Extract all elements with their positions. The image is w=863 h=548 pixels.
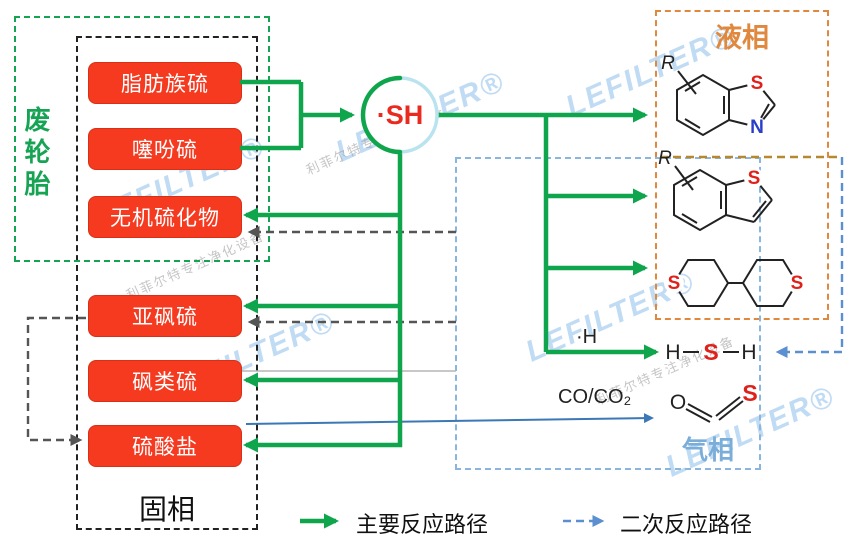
liquid-phase-label: 液相 <box>715 23 769 53</box>
legend-secondary-label: 二次反应路径 <box>620 512 753 537</box>
legend-primary-label: 主要反应路径 <box>356 512 489 537</box>
node-inorganic-sulfide: 无机硫化物 <box>88 196 242 238</box>
sh-circle <box>361 76 439 154</box>
node-aliphatic-sulfur: 脂肪族硫 <box>88 62 242 104</box>
node-sulfoxide-sulfur: 亚砜硫 <box>88 295 242 337</box>
solid-phase-label: 固相 <box>138 494 195 525</box>
sh-radical-node: ·SH <box>360 75 439 155</box>
sh-radical-text: ·SH <box>377 100 424 130</box>
watermark-brand: LEFILTER® <box>330 64 510 169</box>
co-co2-label: CO/CO₂ <box>558 386 632 408</box>
watermark-slogan: 利菲尔特专注净化设备 <box>303 103 447 178</box>
node-sulfate: 硫酸盐 <box>88 425 242 467</box>
node-thiophene-sulfur: 噻吩硫 <box>88 128 242 170</box>
gas-phase-region <box>455 157 761 470</box>
waste-tire-label: 废轮胎 <box>21 106 51 202</box>
node-sulfone-sulfur: 砜类硫 <box>88 360 242 402</box>
gas-phase-label: 气相 <box>681 435 734 465</box>
h-radical-label: ·H <box>576 326 598 348</box>
sh-circle-green-arc <box>360 75 403 155</box>
